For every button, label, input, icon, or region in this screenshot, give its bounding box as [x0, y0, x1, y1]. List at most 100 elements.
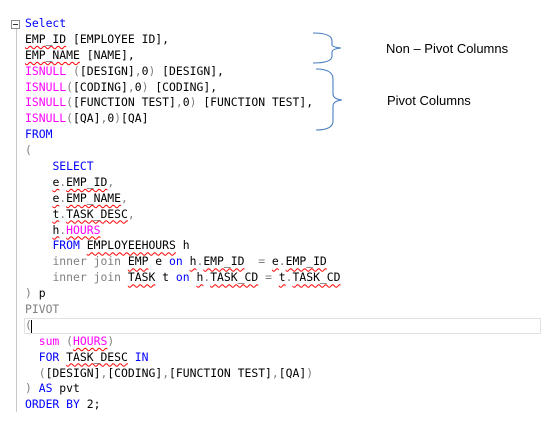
code-token: inner join	[52, 254, 122, 269]
code-token: 0	[134, 79, 142, 94]
code-token: AS	[38, 381, 53, 396]
code-token: ,	[134, 63, 142, 78]
code-line[interactable]: ISNULL([CODING],0) [CODING],	[25, 80, 341, 96]
code-line[interactable]: ) AS pvt	[25, 381, 341, 397]
code-line[interactable]: h.HOURS	[25, 223, 341, 239]
code-token: h	[175, 238, 190, 253]
code-token: (	[25, 317, 32, 332]
code-token: EMP_NAME	[66, 190, 122, 205]
text-caret	[31, 320, 32, 333]
code-token: [DESIGN]	[79, 63, 135, 78]
code-line[interactable]: sum (HOURS)	[25, 334, 341, 350]
code-token: EMP_ID	[25, 31, 67, 46]
code-token: )	[306, 365, 314, 380]
code-line[interactable]: EMP_NAME [NAME],	[25, 48, 341, 64]
code-token: .	[59, 174, 67, 189]
code-token: (	[66, 111, 74, 126]
code-token: ,	[100, 365, 108, 380]
code-line[interactable]: ([DESIGN],[CODING],[FUNCTION TEST],[QA])	[25, 366, 341, 382]
code-line[interactable]: ORDER BY 2;	[25, 397, 341, 413]
code-token: ,	[127, 79, 135, 94]
code-token: ISNULL	[25, 111, 67, 126]
code-token: EMP_ID	[66, 174, 108, 189]
code-token: PIVOT	[25, 302, 60, 317]
code-line[interactable]: SELECT	[25, 159, 341, 175]
code-token: t	[155, 270, 176, 285]
code-line[interactable]: FROM EMPLOYEEHOURS h	[25, 238, 341, 254]
code-token: )	[25, 381, 32, 396]
code-token: )	[25, 286, 32, 301]
code-token: IN	[134, 349, 149, 364]
collapse-toggle-icon[interactable]	[11, 20, 20, 29]
code-token: 0	[182, 95, 190, 110]
code-token: .	[285, 270, 293, 285]
code-token: ,	[100, 111, 108, 126]
code-token: .	[278, 254, 286, 269]
code-line[interactable]: FOR TASK_DESC IN	[25, 350, 341, 366]
code-token: .	[203, 270, 211, 285]
code-token: ISNULL	[25, 63, 67, 78]
code-token: =	[265, 270, 272, 285]
code-line[interactable]: ISNULL([QA],0)[QA]	[25, 111, 341, 127]
code-token: [CODING],	[148, 79, 218, 94]
code-token: 0	[107, 111, 115, 126]
code-token: ,	[162, 365, 170, 380]
code-token: HOURS	[73, 333, 108, 348]
code-token: e	[52, 174, 60, 189]
non-pivot-brace	[312, 32, 342, 64]
code-line[interactable]: (	[25, 143, 341, 159]
code-token: e	[52, 190, 60, 205]
pivot-columns-label: Pivot Columns	[387, 93, 471, 108]
code-token: )	[148, 63, 156, 78]
code-line[interactable]: (	[25, 318, 341, 334]
code-token: [DESIGN],	[155, 63, 224, 78]
code-line[interactable]: e.EMP_ID,	[25, 175, 341, 191]
code-token: .	[59, 222, 67, 237]
code-token: h	[189, 254, 197, 269]
code-token: [QA]	[73, 111, 101, 126]
code-token: ,	[175, 95, 183, 110]
code-token: [QA]	[278, 365, 307, 380]
code-token: (	[25, 143, 32, 158]
code-token: .	[196, 254, 204, 269]
code-token: ,	[127, 206, 135, 221]
code-line[interactable]: ISNULL([FUNCTION TEST],0) [FUNCTION TEST…	[25, 95, 341, 111]
code-token: TASK_CD	[292, 270, 341, 285]
code-token: TASK_DESC	[66, 349, 128, 364]
code-line[interactable]: ) p	[25, 286, 341, 302]
code-line[interactable]: inner join EMP e on h.EMP_ID = e.EMP_ID	[25, 254, 341, 270]
code-token: .	[59, 190, 67, 205]
code-line[interactable]: FROM	[25, 127, 341, 143]
code-token: )	[141, 79, 149, 94]
code-token: sum	[38, 333, 60, 348]
code-line[interactable]: ISNULL ([DESIGN],0) [DESIGN],	[25, 64, 341, 80]
code-token: on	[175, 270, 190, 285]
code-token: ,	[121, 190, 128, 205]
code-token: TASK	[127, 270, 156, 285]
code-token: FOR	[38, 349, 60, 364]
code-line[interactable]: e.EMP_NAME,	[25, 191, 341, 207]
code-token: (	[66, 95, 74, 110]
code-token: (	[66, 79, 74, 94]
code-token: ,	[107, 174, 115, 189]
code-token: [CODING]	[73, 79, 128, 94]
code-token: (	[38, 365, 46, 380]
code-token: [FUNCTION TEST]	[73, 95, 176, 110]
code-token: EMP_ID	[285, 254, 327, 269]
code-token: [DESIGN]	[45, 365, 101, 380]
code-token: 0	[141, 63, 149, 78]
code-token: FROM	[25, 127, 53, 142]
code-token: SELECT	[52, 159, 94, 174]
code-token: ISNULL	[25, 79, 67, 94]
code-line[interactable]: t.TASK_DESC,	[25, 207, 341, 223]
code-line[interactable]: Select	[25, 16, 341, 32]
outline-guide	[16, 26, 17, 412]
code-line[interactable]: PIVOT	[25, 302, 341, 318]
code-line[interactable]: EMP_ID [EMPLOYEE ID],	[25, 32, 341, 48]
code-token: h	[196, 270, 204, 285]
code-token: 2;	[79, 397, 101, 412]
code-line[interactable]: inner join TASK t on h.TASK_CD = t.TASK_…	[25, 270, 341, 286]
